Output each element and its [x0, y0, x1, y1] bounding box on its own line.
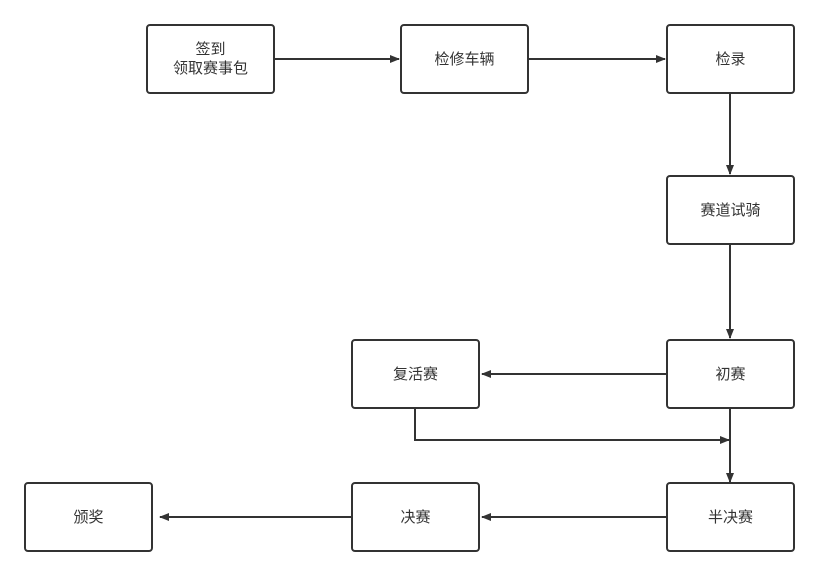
edge-repechage-to-semifinal	[414, 407, 730, 444]
node-final-label: 决赛	[400, 507, 431, 526]
node-prelim-label: 初赛	[715, 364, 746, 383]
node-trial[interactable]: 赛道试骑	[666, 175, 795, 245]
node-inspect-label: 检录	[715, 49, 746, 68]
node-semifinal[interactable]: 半决赛	[666, 482, 795, 552]
node-award[interactable]: 颁奖	[24, 482, 153, 552]
node-repechage-label: 复活赛	[392, 364, 438, 383]
node-trial-label: 赛道试骑	[700, 200, 761, 219]
node-semifinal-label: 半决赛	[707, 507, 753, 526]
node-repair-label: 检修车辆	[434, 49, 495, 68]
node-repair[interactable]: 检修车辆	[400, 24, 529, 94]
node-award-label: 颁奖	[73, 507, 104, 526]
node-signin-label: 签到 领取赛事包	[172, 40, 248, 77]
node-repechage[interactable]: 复活赛	[351, 339, 480, 409]
node-prelim[interactable]: 初赛	[666, 339, 795, 409]
node-signin[interactable]: 签到 领取赛事包	[146, 24, 275, 94]
node-final[interactable]: 决赛	[351, 482, 480, 552]
node-inspect[interactable]: 检录	[666, 24, 795, 94]
